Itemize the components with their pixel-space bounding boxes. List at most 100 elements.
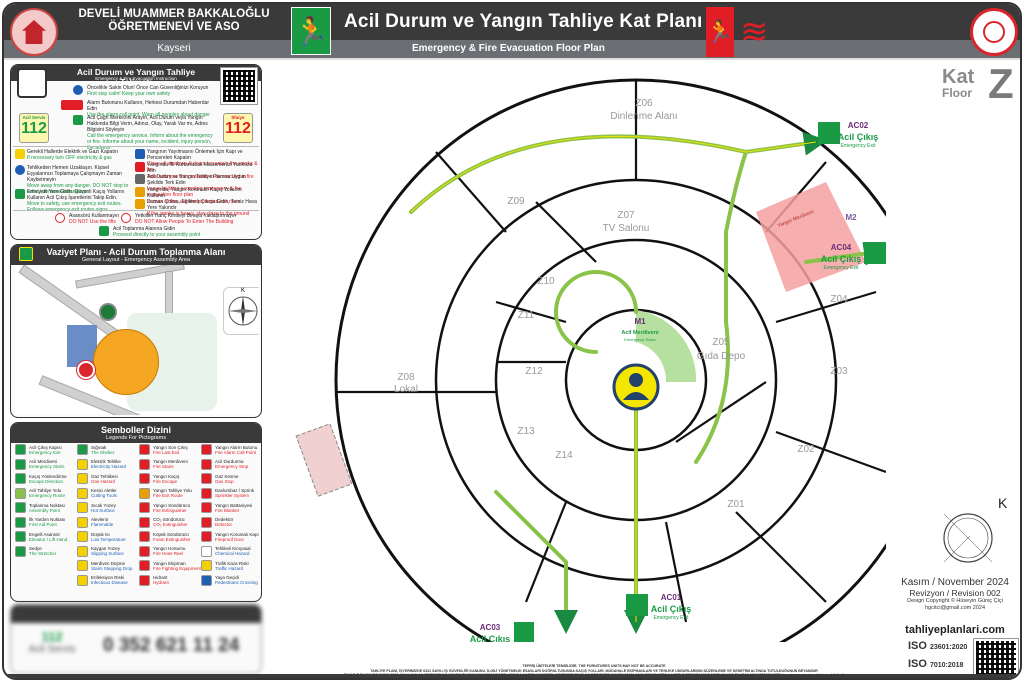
svg-text:K: K xyxy=(998,495,1008,511)
pictogram-icon xyxy=(15,487,26,499)
instruction-item: Yetkililer Hariç Kimseyi Binaya Yaklaştı… xyxy=(135,213,237,225)
electricity-hazard-icon xyxy=(15,149,25,159)
qr-code[interactable] xyxy=(220,67,258,105)
pictogram-icon xyxy=(15,473,26,485)
page-subtitle: Emergency & Fire Evacuation Floor Plan xyxy=(412,43,605,54)
svg-text:M1: M1 xyxy=(634,317,646,326)
legend-panel: Semboller Dizini Legends For Pictograms … xyxy=(10,422,262,602)
pictogram-icon xyxy=(201,516,212,528)
legend-header: Semboller Dizini Legends For Pictograms xyxy=(11,423,261,443)
no-elevator-icon xyxy=(55,213,65,223)
exit-sign-ac02 xyxy=(818,122,840,144)
contact-phone: 0 352 621 11 24 xyxy=(103,635,240,656)
divider xyxy=(13,210,259,211)
svg-text:Z05: Z05 xyxy=(712,337,730,348)
pictogram-icon xyxy=(77,487,88,499)
svg-text:Gıda Depo: Gıda Depo xyxy=(697,351,746,362)
instruction-item: Öncelikle Sakin Olun! Önce Can Güvenliği… xyxy=(87,85,209,97)
emergency-service-number: Acil Servis 112 xyxy=(19,113,49,143)
instruction-item: Acil Toplanma Alanına Gidin Proceed dire… xyxy=(113,226,201,238)
pictogram-icon xyxy=(15,444,26,456)
fire-exit-route-icon xyxy=(135,187,145,197)
pictogram-icon xyxy=(15,545,26,557)
site-plan-header: Vaziyet Planı - Acil Durum Toplanma Alan… xyxy=(11,245,261,265)
instruction-item: Yangında İlk Kurtarılacak Malzemenizi Ya… xyxy=(147,162,254,180)
floor-plan-icon xyxy=(17,68,47,98)
you-are-here-pin-icon xyxy=(77,361,95,379)
legend-item xyxy=(15,574,77,588)
exit-sign-ac04 xyxy=(864,242,886,264)
fire-stairs-m2 xyxy=(756,182,866,292)
pictogram-icon xyxy=(77,560,88,572)
pictogram-icon xyxy=(77,458,88,470)
pictogram-icon xyxy=(139,458,150,470)
svg-text:Z01: Z01 xyxy=(727,499,745,510)
svg-text:Emergency Stairs: Emergency Stairs xyxy=(624,337,656,342)
pictogram-icon xyxy=(77,531,88,543)
website-link[interactable]: tahliyeplanlari.com xyxy=(905,624,1005,636)
instructions-title: Acil Durum ve Yangın Tahliye Talimatı xyxy=(76,67,196,87)
qr-code[interactable] xyxy=(973,638,1019,678)
svg-text:Z04: Z04 xyxy=(830,294,848,305)
no-entry-icon xyxy=(121,213,131,223)
floor-plan: Z01 Z02 Z03 Z04 Z05 Gıda Depo Z06 Dinlen… xyxy=(266,62,938,678)
divider xyxy=(13,146,259,147)
compass-rose-icon: K xyxy=(943,495,1008,563)
svg-text:Emergency Exit: Emergency Exit xyxy=(653,615,689,621)
svg-text:AC03: AC03 xyxy=(480,623,501,632)
floor-plan-icon xyxy=(135,174,145,184)
pictogram-icon xyxy=(77,473,88,485)
pictogram-icon xyxy=(15,531,26,543)
plan-metadata: Kasım / November 2024 Revizyon / Revisio… xyxy=(901,577,1009,611)
svg-text:Z12: Z12 xyxy=(525,366,543,377)
info-icon xyxy=(15,165,25,175)
svg-text:TV Salonu: TV Salonu xyxy=(603,223,650,234)
svg-text:AC01: AC01 xyxy=(661,593,682,602)
pictogram-icon xyxy=(139,574,150,586)
svg-text:Acil Çıkış: Acil Çıkış xyxy=(651,604,692,614)
pictogram-icon xyxy=(139,560,150,572)
ministry-logo xyxy=(970,8,1018,56)
svg-text:Acil Merdiveni: Acil Merdiveni xyxy=(621,330,659,336)
contact-header xyxy=(11,605,261,623)
phone-icon xyxy=(73,115,83,125)
header-top-bar xyxy=(4,4,1020,40)
svg-text:Acil Çıkış: Acil Çıkış xyxy=(838,132,879,142)
instruction-item: Alarm Butonunu Kullanın, Herkesi Durumda… xyxy=(87,100,210,118)
svg-text:Z09: Z09 xyxy=(507,196,525,207)
svg-text:Z06: Z06 xyxy=(635,98,653,109)
pictogram-icon xyxy=(77,574,88,586)
pictogram-icon xyxy=(15,458,26,470)
instruction-item: Acil Durum ve Yangın Tahliye Planına Uyg… xyxy=(147,174,246,198)
compass: K xyxy=(223,287,259,335)
fire-service-number: İtfaiye 112 xyxy=(223,113,253,143)
instruction-item: Asansörü Kullanmayın DO NOT Use the lift… xyxy=(69,213,120,225)
exit-sign-ac03 xyxy=(514,622,534,644)
site-plan-panel: Vaziyet Planı - Acil Durum Toplanma Alan… xyxy=(10,244,262,418)
pictogram-icon xyxy=(139,487,150,499)
exit-sign-ac01 xyxy=(626,594,648,616)
pictogram-icon xyxy=(201,444,212,456)
running-man-fire-icon: 🏃 xyxy=(706,7,734,57)
pictogram-icon xyxy=(201,458,212,470)
